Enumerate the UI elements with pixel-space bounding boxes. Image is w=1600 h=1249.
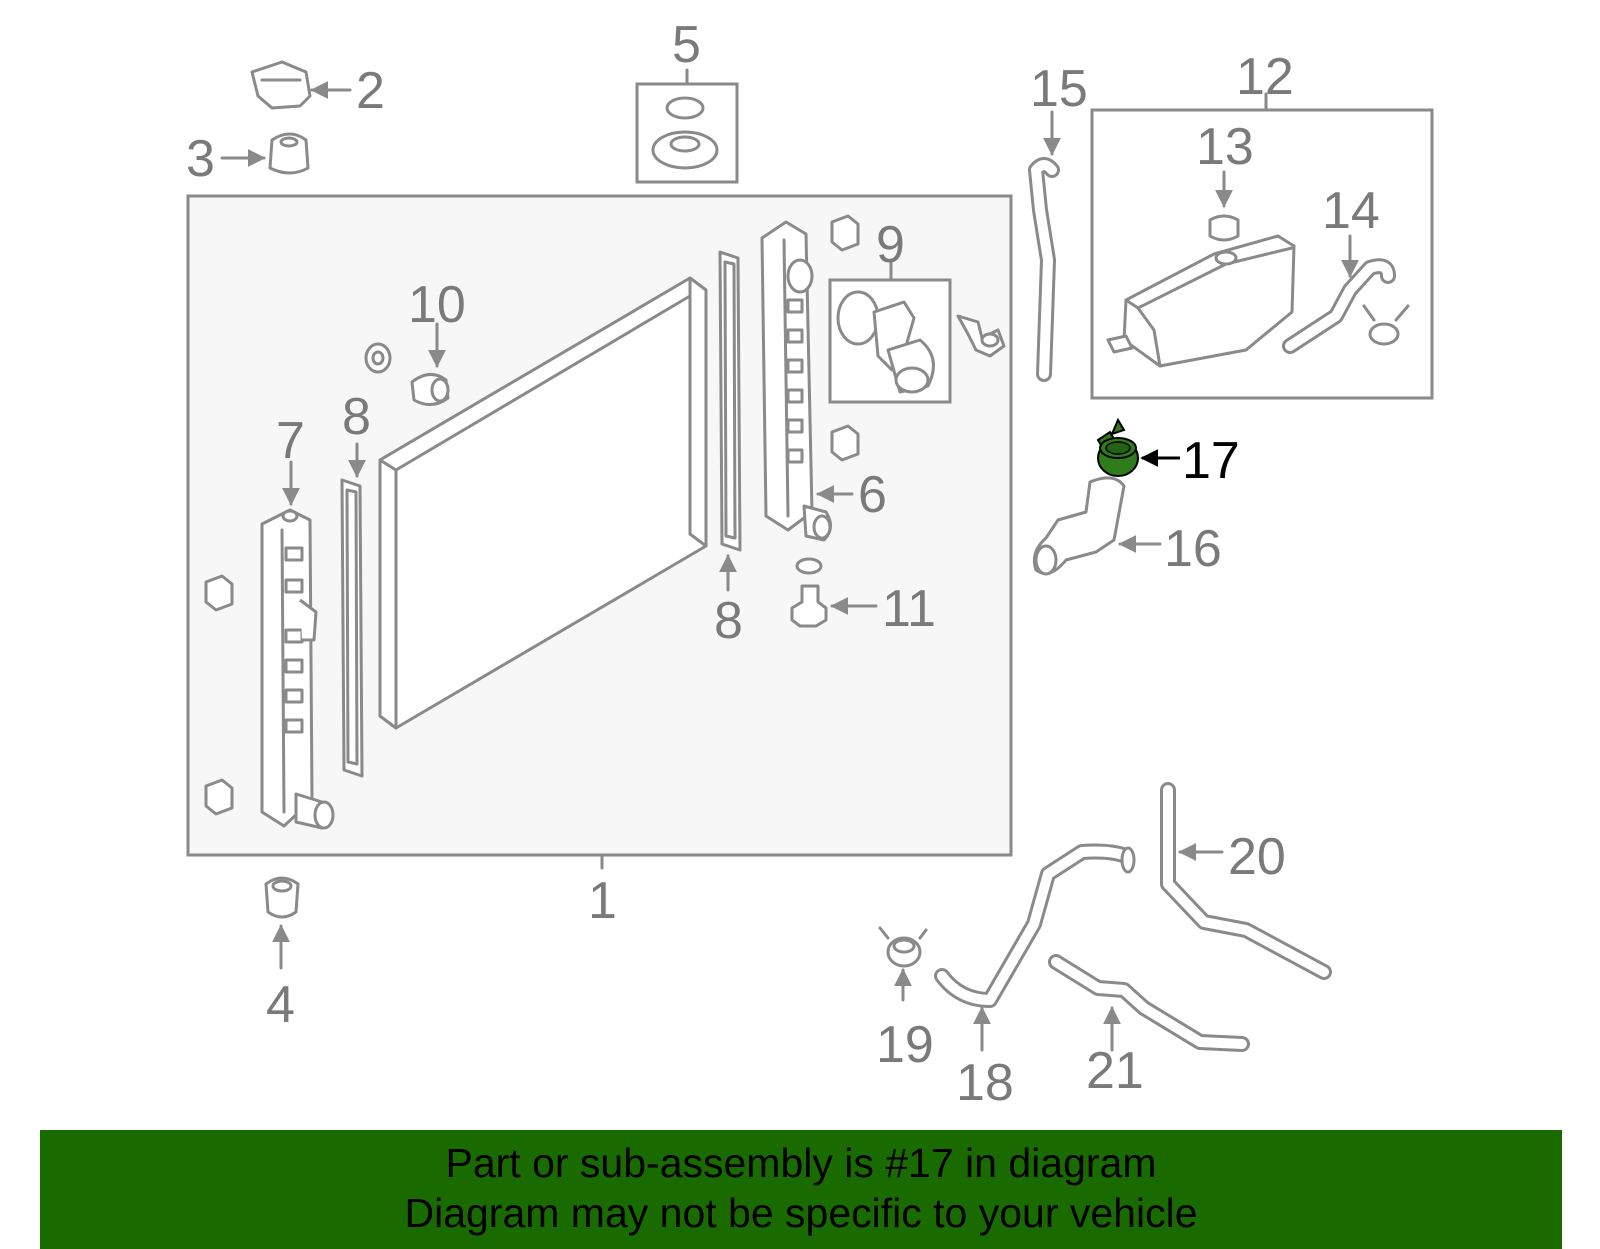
part-5-radiator-cap: 5 <box>635 16 739 184</box>
part-2-clip: 2 <box>250 60 385 120</box>
part-12-reservoir-box: 12 13 14 <box>1090 48 1434 400</box>
callout-7: 7 <box>276 412 305 470</box>
part-11-drain-plug: 11 <box>790 557 936 638</box>
bolt-near-9 <box>956 314 1006 358</box>
callout-16: 16 <box>1164 520 1222 578</box>
callout-1: 1 <box>588 872 617 930</box>
callout-8-left: 8 <box>342 388 371 446</box>
callout-13: 13 <box>1196 118 1254 176</box>
callout-20: 20 <box>1228 828 1286 886</box>
part-10-grommet: 10 <box>364 276 466 406</box>
callout-8-right: 8 <box>714 592 743 650</box>
part-1-radiator: 1 <box>588 853 617 930</box>
callout-12: 12 <box>1236 48 1294 106</box>
part-7-left-tank: 7 <box>204 412 335 830</box>
callout-10: 10 <box>408 276 466 334</box>
callout-18: 18 <box>956 1054 1014 1112</box>
part-17-hose-clamp: 17 <box>1096 417 1240 490</box>
info-banner: Part or sub-assembly is #17 in diagram D… <box>40 1130 1562 1249</box>
callout-9: 9 <box>876 216 905 274</box>
banner-disclaimer: Diagram may not be specific to your vehi… <box>404 1190 1198 1236</box>
callout-19: 19 <box>876 1016 934 1074</box>
callout-17: 17 <box>1182 432 1240 490</box>
part-8-seal-right: 8 <box>714 250 743 650</box>
radiator-core <box>378 276 708 730</box>
callout-6: 6 <box>858 466 887 524</box>
parts-diagram: 2 3 5 4 1 8 <box>186 16 1434 1112</box>
part-16-outlet-pipe: 16 <box>1032 476 1222 578</box>
part-20-pipe: 20 <box>1160 782 1332 980</box>
part-8-seal-left: 8 <box>340 388 371 778</box>
part-21-pipe: 21 <box>1048 954 1250 1100</box>
part-6-right-tank: 6 <box>760 214 887 542</box>
part-18-lower-hose: 18 <box>934 843 1136 1112</box>
part-15-hose: 15 <box>1028 60 1088 382</box>
callout-15: 15 <box>1030 60 1088 118</box>
part-9-thermostat-housing: 9 <box>828 216 952 404</box>
callout-5: 5 <box>672 16 701 74</box>
callout-14: 14 <box>1322 182 1380 240</box>
callout-2: 2 <box>356 62 385 120</box>
callout-3: 3 <box>186 130 215 188</box>
callout-21: 21 <box>1086 1042 1144 1100</box>
banner-part-note: Part or sub-assembly is #17 in diagram <box>445 1140 1157 1186</box>
callout-4: 4 <box>266 976 295 1034</box>
part-3-bushing: 3 <box>186 130 310 188</box>
part-19-clamp: 19 <box>876 926 934 1074</box>
part-4-lower-bushing: 4 <box>264 876 300 1034</box>
callout-11: 11 <box>882 580 936 638</box>
